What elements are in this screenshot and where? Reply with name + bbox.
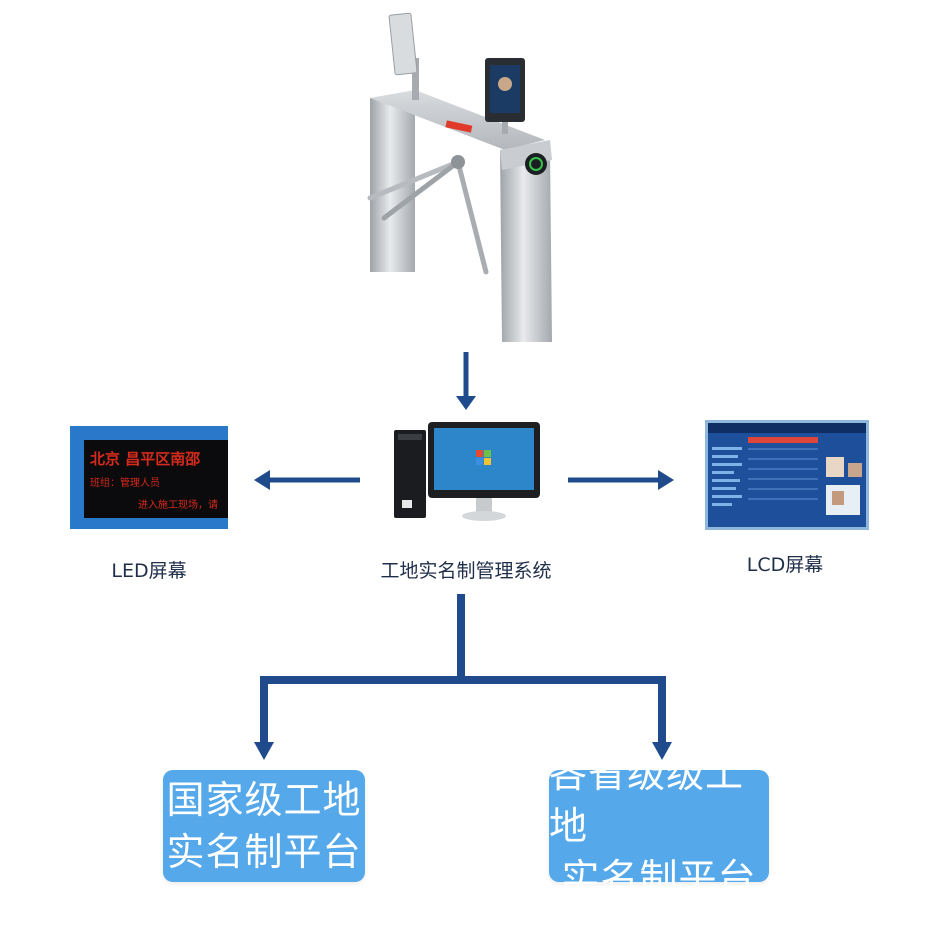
led-display: 北京 昌平区南邵 班组：管理人员 进入施工现场，请 xyxy=(84,440,228,518)
led-screen-line: 班组：管理人员 xyxy=(90,478,160,489)
national-platform-box: 国家级工地 实名制平台 xyxy=(163,770,365,882)
provincial-platform-line1: 各省级级工地 xyxy=(549,752,745,848)
arrow-system-to-lcd xyxy=(568,470,674,490)
arrow-turnstile-to-system xyxy=(456,352,476,410)
led-screen-image: 北京 昌平区南邵 班组：管理人员 进入施工现场，请 xyxy=(70,426,228,529)
computer-image xyxy=(394,422,540,521)
national-platform-line2: 实名制平台 xyxy=(166,830,362,874)
national-platform-line1: 国家级工地 xyxy=(166,778,362,822)
system-label: 工地实名制管理系统 xyxy=(380,560,552,582)
led-screen-label: LED屏幕 xyxy=(111,560,187,582)
arrow-system-to-platforms xyxy=(254,594,672,760)
lcd-screen-label: LCD屏幕 xyxy=(746,554,824,576)
led-screen-line: 进入施工现场，请 xyxy=(138,500,218,511)
led-screen-line: 北京 昌平区南邵 xyxy=(90,450,201,468)
provincial-platform-line2: 实名制平台 xyxy=(561,856,757,900)
lcd-screen-image xyxy=(705,420,869,530)
lcd-dashboard-graphic xyxy=(708,423,866,515)
provincial-platform-box: 各省级级工地 实名制平台 xyxy=(549,752,769,900)
turnstile-gate-image xyxy=(367,12,552,342)
arrow-system-to-led xyxy=(254,470,360,490)
